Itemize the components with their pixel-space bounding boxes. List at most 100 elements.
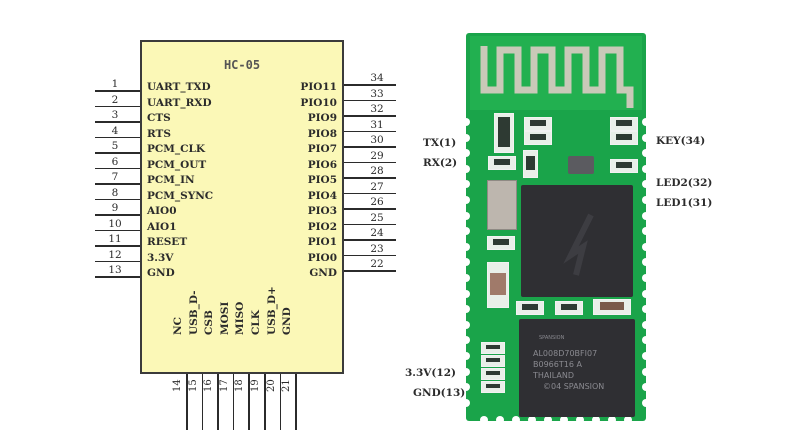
pin-line	[344, 192, 396, 194]
pin-label: USB_D-	[187, 290, 200, 335]
pin-line	[95, 229, 140, 231]
edge-pad	[642, 118, 650, 126]
edge-pad	[642, 180, 650, 189]
edge-pad	[576, 416, 584, 424]
pin-number: 17	[218, 379, 230, 392]
edge-pad	[642, 164, 650, 173]
pin-number: 32	[370, 103, 384, 115]
pin-line	[279, 374, 282, 430]
pin-line	[95, 121, 140, 123]
antenna-area	[470, 36, 642, 110]
flash-chip: SPANSION AL008D70BFI07 B0966T16 A THAILA…	[519, 319, 635, 417]
pin-label: PIO0	[307, 251, 337, 264]
pin-number: 27	[370, 180, 384, 193]
pin-number: 31	[370, 118, 384, 131]
smd-component	[487, 262, 509, 308]
edge-pad	[462, 383, 470, 392]
pin-label: PCM_CLK	[147, 143, 205, 155]
pin-line	[232, 374, 235, 430]
pin-number: 6	[111, 155, 119, 168]
pin-number: 14	[172, 379, 183, 392]
small-ic	[568, 156, 594, 174]
pin-number: 3	[111, 109, 119, 121]
edge-pad	[642, 367, 650, 376]
csr-logo-icon	[563, 213, 594, 276]
smd-component	[488, 156, 516, 170]
edge-pad	[462, 196, 470, 204]
edge-pad	[642, 242, 650, 251]
pin-number: 9	[111, 202, 119, 214]
pin-number: 21	[281, 379, 293, 392]
pin-label: RTS	[147, 127, 171, 140]
edge-pad	[642, 398, 650, 407]
smd-component	[481, 381, 505, 393]
crystal	[487, 180, 517, 230]
pin-label: CLK	[250, 310, 262, 335]
edge-pad	[462, 352, 470, 360]
edge-pad	[624, 416, 632, 424]
pin-number: 34	[370, 72, 384, 84]
pin-label: RESET	[147, 236, 188, 248]
pin-line	[95, 198, 140, 200]
pin-label: PIO6	[307, 158, 337, 171]
pin-line	[344, 208, 396, 210]
edge-pad	[642, 274, 650, 282]
pin-number: 28	[370, 165, 384, 177]
edge-pad	[462, 133, 470, 142]
pin-label: PIO7	[307, 143, 337, 155]
label-tx: TX(1)	[423, 137, 457, 149]
pin-line	[344, 270, 396, 272]
pin-label: GND	[147, 267, 175, 279]
flash-chip-line: ©04 SPANSION	[543, 382, 605, 391]
edge-pad	[462, 367, 470, 376]
edge-pad	[462, 320, 470, 329]
smd-component	[610, 159, 638, 173]
pin-label: GND	[309, 267, 337, 279]
pin-line	[344, 146, 396, 148]
pin-label: AIO1	[147, 220, 177, 233]
pin-line	[95, 105, 140, 107]
pin-number: 26	[370, 196, 384, 208]
pin-number: 5	[111, 140, 119, 152]
pin-label: MISO	[234, 301, 247, 335]
edge-pad	[462, 258, 470, 267]
smd-component	[523, 150, 538, 178]
edge-pad	[462, 274, 470, 282]
pin-label: PCM_SYNC	[147, 189, 214, 202]
pin-number: 15	[187, 379, 199, 392]
pin-label: PIO8	[307, 127, 337, 140]
edge-pad	[642, 133, 650, 142]
edge-pad	[462, 242, 470, 251]
flash-chip-line: THAILAND	[533, 371, 574, 380]
pin-number: 29	[370, 149, 384, 162]
pin-label: CSB	[203, 310, 216, 335]
pin-line	[95, 260, 140, 262]
edge-pad	[560, 416, 568, 424]
pin-line	[95, 214, 140, 216]
pin-number: 1	[111, 78, 119, 90]
edge-pad	[642, 258, 650, 267]
label-3v3: 3.3V(12)	[405, 367, 456, 379]
pin-label: GND	[281, 307, 294, 335]
pin-line	[95, 276, 140, 278]
pin-line	[344, 130, 396, 132]
pin-label: PCM_IN	[147, 174, 195, 186]
smd-component	[481, 342, 505, 354]
flash-chip-line: AL008D70BFI07	[533, 349, 598, 358]
edge-pad	[642, 289, 650, 298]
edge-pad	[642, 305, 650, 314]
edge-pad	[462, 289, 470, 298]
edge-pad	[642, 336, 650, 345]
pin-number: 25	[370, 211, 384, 224]
pin-number: 8	[111, 186, 119, 199]
label-led1: LED1(31)	[656, 197, 713, 209]
smd-component	[593, 299, 631, 315]
label-led2: LED2(32)	[656, 177, 713, 189]
pin-number: 23	[370, 242, 384, 255]
pin-line	[95, 167, 140, 169]
edge-pad	[480, 416, 488, 424]
pin-number: 12	[108, 248, 122, 261]
pin-label: PIO4	[307, 189, 337, 202]
module-title: HC-05	[223, 58, 261, 72]
smd-component	[481, 355, 505, 367]
